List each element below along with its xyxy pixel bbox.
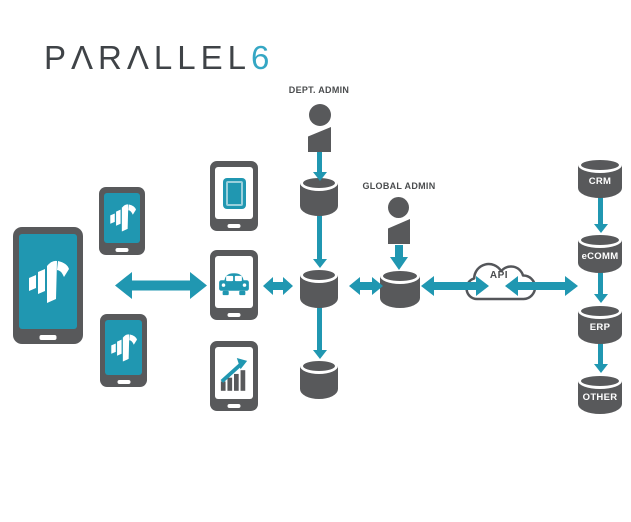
tablet-device — [13, 227, 83, 344]
phone-device-analytics-app — [210, 341, 258, 411]
dept-admin-person-icon — [309, 104, 331, 126]
phone-device-top-left — [99, 187, 145, 255]
tablet-icon — [222, 177, 246, 209]
arrowhead-down-icon — [594, 294, 608, 303]
sync-arrow-api-external-icon — [505, 276, 578, 296]
cylinder-lid — [300, 358, 338, 374]
global-database-cylinder — [380, 268, 420, 308]
global-admin-person-torso — [388, 219, 410, 244]
connector-line — [317, 151, 322, 175]
tablet-screen — [19, 234, 77, 329]
api-label: API — [489, 270, 509, 281]
home-button — [117, 380, 130, 384]
external-db-ecomm: eCOMM — [578, 232, 622, 273]
connector-line — [598, 342, 603, 367]
car-icon — [219, 273, 249, 296]
arrowhead-down-icon — [313, 259, 327, 268]
brand-logo-accent: 6 — [251, 39, 275, 76]
cylinder-lid — [300, 267, 338, 283]
home-button — [115, 248, 129, 252]
phone-device-bottom-left — [100, 314, 147, 387]
arrowhead-down-icon — [594, 224, 608, 233]
home-button — [227, 313, 241, 317]
external-db-erp: ERP — [578, 303, 622, 344]
phone-screen — [215, 256, 253, 308]
dept-database-cylinder-3 — [300, 358, 338, 399]
parallel6-logo-mark-icon — [111, 333, 137, 361]
phone-screen — [215, 167, 253, 219]
brand-logo: PΛRΛLLEL6 — [44, 41, 274, 74]
home-button — [227, 224, 241, 228]
sync-arrow-apps-deptdb-icon — [263, 277, 293, 295]
home-button — [227, 404, 241, 408]
cylinder-label: ERP — [589, 322, 611, 333]
phone-device-fleet-app — [210, 250, 258, 320]
phone-screen — [105, 320, 142, 375]
dept-database-cylinder-2 — [300, 267, 338, 308]
parallel6-logo-mark-icon — [109, 204, 136, 232]
connector-line — [598, 196, 603, 226]
cylinder-lid — [578, 232, 622, 248]
global-admin-label: GLOBAL ADMIN — [362, 181, 436, 191]
brand-logo-text: PΛRΛLLEL — [44, 39, 251, 76]
tablet-icon-inner — [225, 180, 243, 206]
sync-arrow-globaldb-api-icon — [421, 276, 489, 296]
cylinder-lid — [578, 157, 622, 173]
arrowhead-down-icon — [313, 350, 327, 359]
arrow-down-into-globaldb-icon — [390, 245, 408, 270]
global-admin-person-icon — [388, 197, 409, 218]
growth-chart-icon — [220, 358, 248, 391]
cylinder-lid — [578, 303, 622, 319]
external-db-crm: CRM — [578, 157, 622, 198]
cylinder-label: eCOMM — [581, 251, 619, 262]
connector-line — [598, 271, 603, 297]
phone-screen — [215, 347, 253, 399]
phone-screen — [104, 193, 140, 243]
cylinder-lid — [380, 268, 420, 284]
dept-admin-person-torso — [308, 127, 331, 152]
arrowhead-down-icon — [594, 364, 608, 373]
parallel6-logo-mark-icon — [29, 260, 69, 303]
cylinder-label: CRM — [588, 176, 612, 187]
home-button — [39, 335, 57, 340]
connector-line — [317, 215, 322, 259]
phone-device-tablet-app — [210, 161, 258, 231]
connector-line — [317, 307, 322, 351]
sync-arrow-deptdb-globaldb-icon — [349, 277, 383, 295]
dept-admin-label: DEPT. ADMIN — [288, 85, 350, 95]
cylinder-label: OTHER — [582, 392, 618, 403]
cylinder-lid — [578, 373, 622, 389]
dept-database-cylinder-1 — [300, 175, 338, 216]
sync-arrow-devices-apps-icon — [115, 272, 207, 299]
external-db-other: OTHER — [578, 373, 622, 414]
arrowhead-down-icon — [313, 172, 327, 181]
